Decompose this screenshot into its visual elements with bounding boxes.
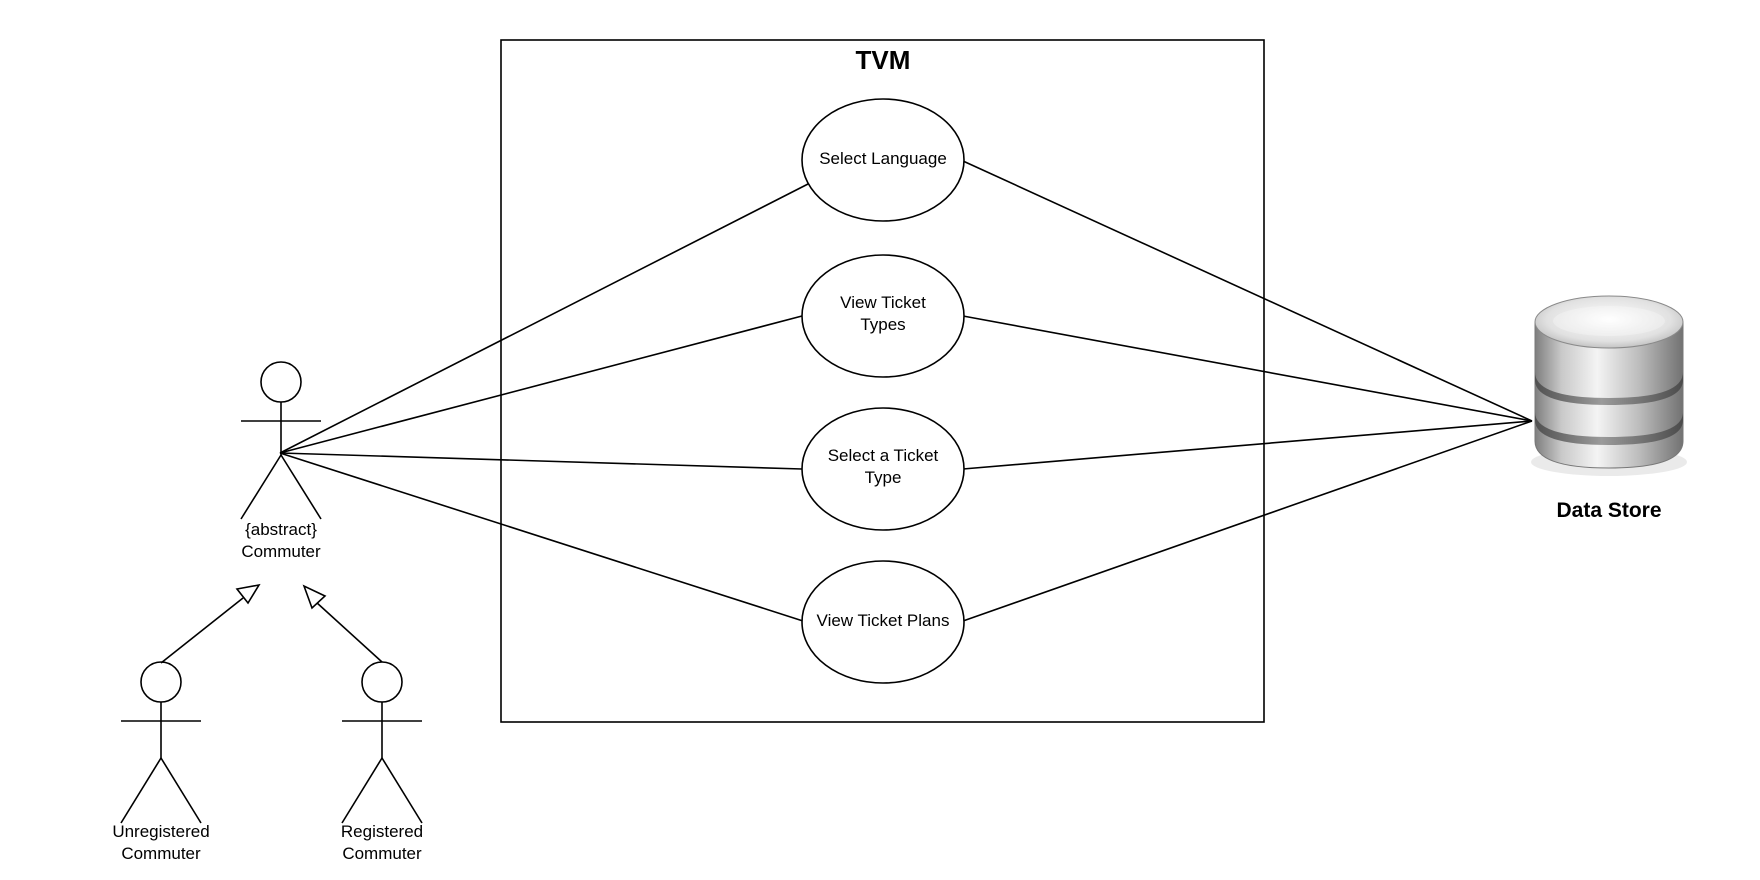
system-title: TVM (856, 45, 911, 75)
use-case-view-ticket-plans: View Ticket Plans (801, 560, 965, 684)
association-view-ticket-plans-data-store (962, 420, 1533, 622)
system-boundary (500, 39, 1265, 723)
actor-stereotype: {abstract} (245, 520, 317, 539)
actor-unregistered-commuter: Unregistered Commuter (112, 661, 210, 863)
generalization-registered-to-commuter (302, 584, 383, 663)
actor-name: Commuter (241, 542, 321, 561)
generalization-unregistered-to-commuter (160, 583, 261, 664)
association-commuter-select-ticket-type (279, 452, 803, 470)
association-commuter-view-ticket-plans (279, 452, 804, 622)
data-store-label: Data Store (1556, 499, 1661, 522)
association-commuter-select-language (279, 183, 809, 454)
association-view-ticket-types-data-store (962, 315, 1533, 422)
use-case-label-line-2: Type (865, 468, 902, 487)
use-case-label: Select Language (819, 149, 947, 168)
use-case-label: View Ticket Plans (817, 611, 950, 630)
actor-commuter: {abstract} Commuter (240, 361, 322, 561)
actor-label-line-2: Commuter (121, 844, 201, 863)
association-select-language-data-store (962, 160, 1533, 422)
association-select-ticket-type-data-store (962, 420, 1533, 470)
use-case-select-language: Select Language (801, 98, 965, 222)
use-case-view-ticket-types: View Ticket Types (801, 254, 965, 378)
association-commuter-view-ticket-types (279, 315, 803, 454)
use-case-label: Select a Ticket (828, 446, 939, 465)
database-icon: Data Store (1531, 295, 1687, 522)
use-case-label: View Ticket (840, 293, 926, 312)
use-case-label-line-2: Types (860, 315, 905, 334)
actor-label-line-1: Registered (341, 822, 423, 841)
use-case-select-ticket-type: Select a Ticket Type (801, 407, 965, 531)
actor-label-line-2: Commuter (342, 844, 422, 863)
actor-label-line-1: Unregistered (112, 822, 209, 841)
actor-registered-commuter: Registered Commuter (341, 661, 423, 863)
